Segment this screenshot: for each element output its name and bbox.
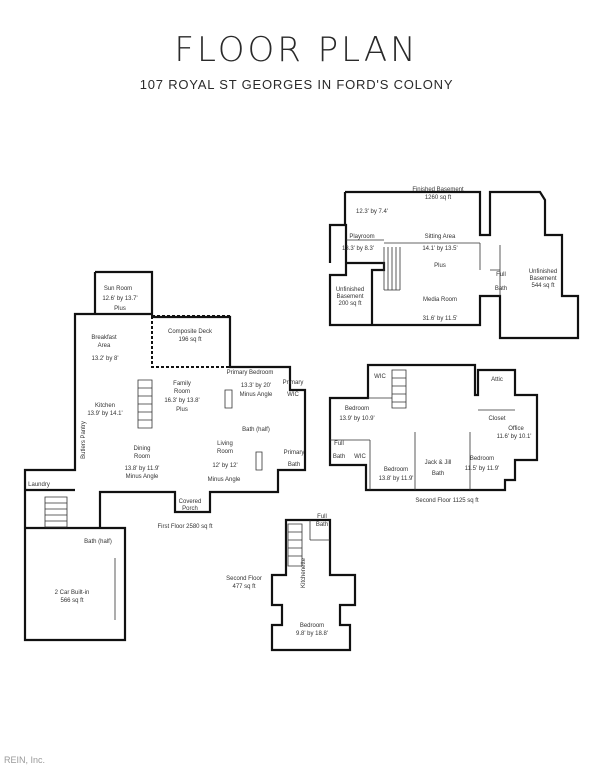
sun-room-dim: 12.6' by 13.7' — [102, 296, 137, 302]
unf-left-2: Basement — [336, 294, 363, 300]
breakfast-3: 13.2' by 8' — [92, 356, 119, 362]
sf-bed3-1: Bedroom — [470, 456, 494, 462]
bsmt-bath-2: Bath — [495, 286, 507, 292]
bath-half-label: Bath (half) — [242, 427, 270, 433]
sf-bed3-2: 11.5' by 11.9' — [465, 466, 499, 472]
dining-1: Dining — [133, 446, 150, 452]
kitchen-2: 13.9' by 14.1' — [87, 411, 122, 417]
primary-wic-2: WIC — [287, 392, 299, 398]
playroom-label: Playroom — [349, 234, 374, 240]
sf-bed1-1: Bedroom — [345, 406, 369, 412]
primary-wic-1: Primary — [283, 380, 304, 386]
garage-2: 566 sq ft — [60, 598, 83, 604]
deck-sqft: 196 sq ft — [178, 337, 201, 343]
bath-half-2-label: Bath (half) — [84, 539, 112, 545]
sun-room-label: Sun Room — [104, 286, 132, 292]
sf-fullbath-1: Full — [334, 441, 344, 447]
watermark: REIN, Inc. — [4, 755, 46, 765]
covered-porch-1: Covered — [179, 499, 202, 505]
unf-right-1: Unfinished — [529, 269, 557, 275]
sf-attic: Attic — [491, 377, 503, 383]
living-3: 12' by 12' — [212, 463, 237, 469]
unf-left-1: Unfinished — [336, 287, 364, 293]
first-floor-caption: First Floor 2580 sq ft — [157, 524, 212, 530]
dining-3: 13.8' by 11.9' — [125, 466, 160, 472]
unf-right-2: Basement — [529, 276, 556, 282]
second-floor-small-plan: Full Bath Kitchenette Second Floor 477 s… — [226, 514, 357, 652]
primary-bath-1: Primary — [284, 450, 305, 456]
sitting-label: Sitting Area — [425, 234, 456, 240]
primary-bath-2: Bath — [288, 462, 300, 468]
basement-plan: Finished Basement 1260 sq ft 12.3' by 7.… — [328, 187, 580, 340]
laundry-label: Laundry — [28, 482, 50, 488]
small-caption-2: 477 sq ft — [232, 584, 255, 590]
family-1: Family — [173, 381, 191, 387]
second-floor-plan: WIC Attic Bedroom 13.9' by 10.9' Closet … — [328, 363, 539, 504]
second-floor-caption: Second Floor 1125 sq ft — [415, 498, 479, 504]
primary-bed-1: Primary Bedroom — [227, 370, 274, 376]
primary-bed-2: 13.3' by 20' — [241, 383, 271, 389]
deck-title: Composite Deck — [168, 329, 213, 335]
composite-deck-outline — [151, 315, 231, 368]
page-title: FLOOR PLAN — [174, 30, 419, 70]
unf-right-3: 544 sq ft — [531, 283, 554, 289]
bsmt-bath-1: Full — [496, 272, 506, 278]
family-3: 16.3' by 13.8' — [164, 398, 199, 404]
living-1: Living — [217, 441, 233, 447]
basement-title: Finished Basement — [412, 187, 464, 193]
media-label: Media Room — [423, 297, 457, 303]
sf-bed2-1: Bedroom — [384, 467, 408, 473]
primary-bed-3: Minus Angle — [240, 392, 273, 398]
butlers-pantry: Butlers Pantry — [81, 421, 87, 459]
small-bedroom-dim: 9.8' by 18.8' — [296, 631, 328, 637]
sf-closet: Closet — [488, 416, 505, 422]
minus-angle-label: Minus Angle — [208, 477, 241, 483]
kitchen-1: Kitchen — [95, 403, 115, 409]
small-bedroom: Bedroom — [300, 623, 324, 629]
basement-dim-a: 12.3' by 7.4' — [356, 209, 388, 215]
basement-sqft: 1260 sq ft — [425, 195, 452, 201]
living-2: Room — [217, 449, 233, 455]
small-caption-1: Second Floor — [226, 576, 262, 582]
sitting-dim: 14.1' by 13.5' — [422, 246, 457, 252]
property-address: 107 ROYAL ST GEORGES IN FORD'S COLONY — [139, 77, 454, 92]
sf-bed1-2: 13.9' by 10.9' — [339, 416, 374, 422]
dining-2: Room — [134, 454, 150, 460]
dining-4: Minus Angle — [126, 474, 159, 480]
garage-1: 2 Car Built-in — [55, 590, 90, 596]
playroom-dim: 13.3' by 8.3' — [342, 246, 374, 252]
unf-left-3: 200 sq ft — [338, 301, 361, 307]
breakfast-1: Breakfast — [91, 335, 117, 341]
kitchenette-label: Kitchenette — [301, 557, 307, 588]
sf-wic: WIC — [374, 374, 386, 380]
family-4: Plus — [176, 407, 188, 413]
family-2: Room — [174, 389, 190, 395]
first-floor-plan: Sun Room 12.6' by 13.7' Plus Composite D… — [23, 270, 307, 642]
sitting-plus: Plus — [434, 263, 446, 269]
sf-office-1: Office — [508, 426, 524, 432]
small-bath-1: Full — [317, 514, 327, 520]
sf-office-2: 11.6' by 10.1' — [497, 434, 532, 440]
covered-porch-2: Porch — [182, 506, 198, 512]
media-dim: 31.6' by 11.5' — [423, 316, 458, 322]
sun-room-plus: Plus — [114, 306, 126, 312]
sf-wic2: WIC — [354, 454, 366, 460]
sf-bed2-2: 13.8' by 11.9' — [379, 476, 414, 482]
sf-jj-2: Bath — [432, 471, 444, 477]
breakfast-2: Area — [98, 343, 111, 349]
sf-fullbath-2: Bath — [333, 454, 345, 460]
sf-jj-1: Jack & Jill — [425, 460, 452, 466]
small-bath-2: Bath — [316, 522, 328, 528]
